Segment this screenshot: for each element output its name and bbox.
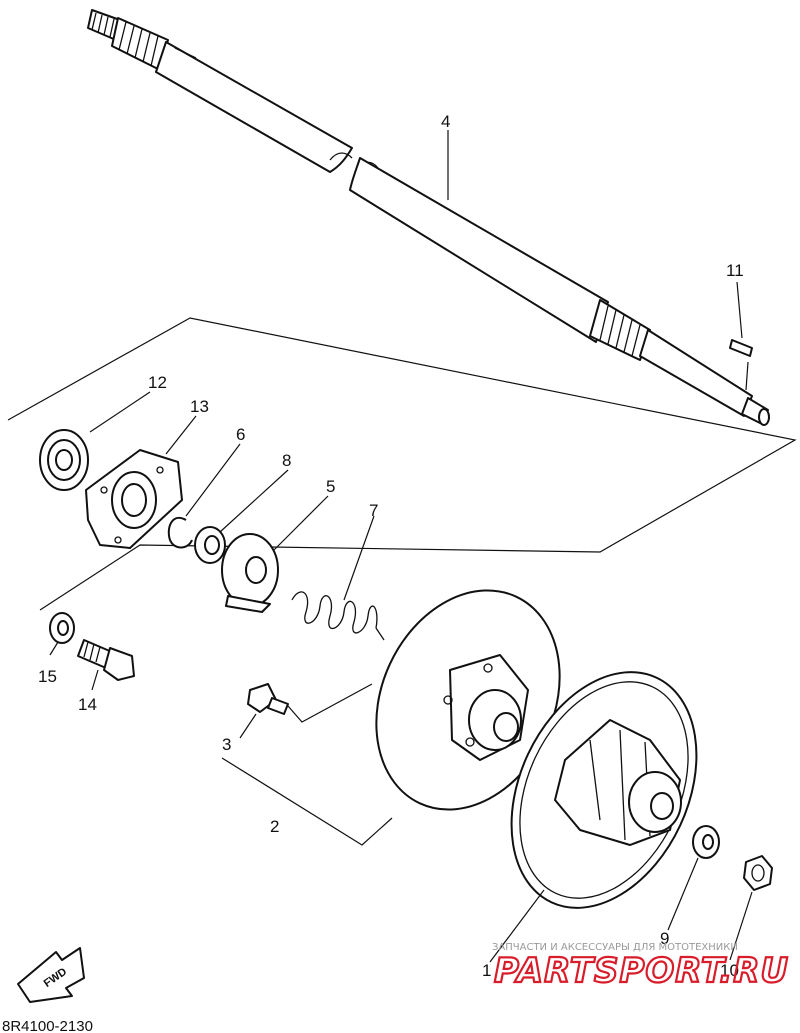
cam-part-5 bbox=[221, 533, 279, 613]
callout-8: 8 bbox=[282, 451, 291, 470]
fwd-arrow: FWD bbox=[17, 947, 85, 1003]
leader-lines bbox=[49, 130, 753, 963]
spring-part-7 bbox=[291, 591, 385, 641]
callout-9: 9 bbox=[660, 929, 669, 948]
watermark: ЗАПЧАСТИ И АКСЕССУАРЫ ДЛЯ МОТОТЕХНИКИ PA… bbox=[492, 942, 789, 992]
diagram-code: 8R4100-2130 bbox=[2, 1018, 93, 1033]
shaft-part-4 bbox=[87, 9, 770, 426]
callout-7: 7 bbox=[369, 501, 378, 520]
nut-part-10 bbox=[743, 855, 773, 891]
callout-13: 13 bbox=[190, 397, 209, 416]
watermark-caption: ЗАПЧАСТИ И АКСЕССУАРЫ ДЛЯ МОТОТЕХНИКИ bbox=[492, 942, 738, 953]
callout-4: 4 bbox=[441, 112, 450, 131]
sheave-assembly-part-1 bbox=[510, 671, 698, 909]
callout-12: 12 bbox=[148, 373, 167, 392]
sheave-part-2 bbox=[375, 589, 561, 811]
washer-part-9 bbox=[692, 825, 720, 859]
assembly-boundary bbox=[7, 317, 797, 611]
callout-labels: 4 11 12 13 6 8 5 7 15 14 3 2 9 1 10 bbox=[38, 112, 744, 980]
callout-11: 11 bbox=[726, 261, 744, 280]
bolt-part-14 bbox=[77, 639, 135, 681]
collar-part-8 bbox=[194, 526, 226, 564]
callout-6: 6 bbox=[236, 425, 245, 444]
bolt-part-3 bbox=[247, 683, 289, 715]
callout-1: 1 bbox=[482, 961, 491, 980]
callout-15: 15 bbox=[38, 667, 57, 686]
circlip-part-6 bbox=[167, 517, 193, 549]
callout-14: 14 bbox=[78, 695, 97, 714]
callout-10: 10 bbox=[720, 961, 739, 980]
bearing-part-12 bbox=[39, 429, 89, 491]
callout-5: 5 bbox=[326, 477, 335, 496]
key-part-11 bbox=[729, 339, 753, 357]
watermark-logo: PARTSPORT.RU bbox=[494, 951, 789, 991]
callout-2: 2 bbox=[270, 817, 279, 836]
plate-part-13 bbox=[85, 449, 183, 549]
callout-3: 3 bbox=[222, 735, 231, 754]
washer-part-15 bbox=[49, 612, 75, 644]
